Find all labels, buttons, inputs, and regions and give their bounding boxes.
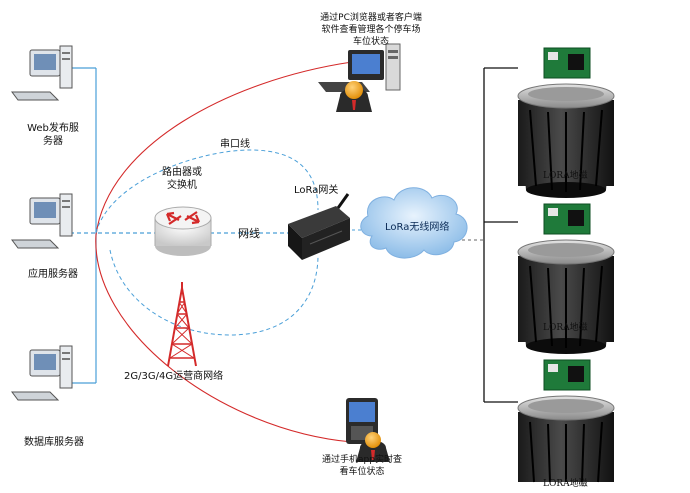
pc-user-icon	[318, 43, 401, 112]
web-server-icon	[11, 45, 73, 101]
cell-tower-icon	[167, 282, 197, 367]
phone-note: 通过手机app实时查 看车位状态	[322, 455, 402, 477]
red-arc-line	[95, 61, 353, 443]
cloud-label: LoRa无线网络	[385, 222, 450, 233]
server-icons	[11, 45, 73, 401]
server-label-web: Web发布服 务器	[27, 123, 79, 147]
router-icon	[154, 206, 212, 256]
db-server-icon	[11, 345, 73, 401]
connection-lines	[70, 61, 518, 443]
sensor-label-1: LORA地磁	[543, 171, 588, 181]
lora-sensor-icons	[517, 47, 615, 483]
gateway-label: LoRa网关	[294, 185, 339, 196]
app-server-icon	[11, 193, 73, 249]
network-cable-label: 网线	[238, 227, 260, 240]
pc-note: 通过PC浏览器或者客户端 软件查看管理各个停车场 车位状态	[320, 13, 422, 47]
cloud-shape	[360, 187, 468, 259]
router-label: 路由器或 交换机	[162, 167, 202, 191]
sensor-label-3: LORA地磁	[543, 479, 588, 489]
tower-label: 2G/3G/4G运营商网络	[124, 371, 224, 382]
serial-line-label: 串口线	[220, 139, 250, 150]
serial-line-dashed	[95, 149, 319, 234]
server-label-db: 数据库服务器	[24, 437, 84, 448]
lower-dashed-arc	[109, 249, 319, 336]
phone-user-icon	[346, 398, 390, 462]
gateway-icon	[288, 193, 350, 260]
lora-sensor-icon	[517, 359, 615, 483]
server-label-app: 应用服务器	[28, 269, 78, 280]
lora-sensor-icon	[517, 203, 615, 354]
lora-sensor-icon	[517, 47, 615, 198]
sensor-label-2: LORA地磁	[543, 323, 588, 333]
